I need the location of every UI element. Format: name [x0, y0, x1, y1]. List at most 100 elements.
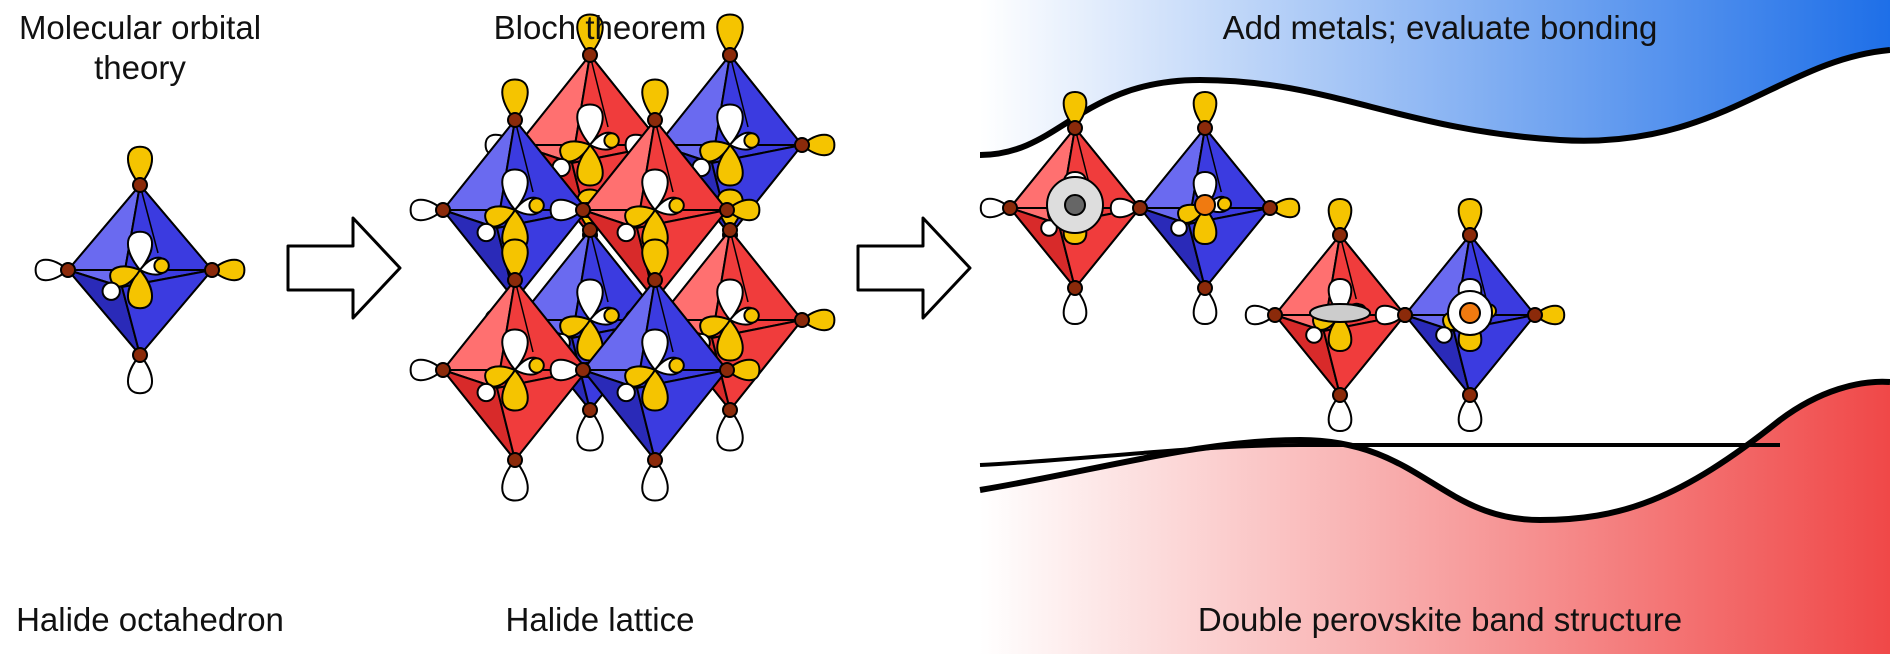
p-orbital-lobe-icon — [501, 328, 529, 372]
orbital-sphere — [1435, 326, 1453, 344]
halide-atom — [647, 452, 663, 468]
p-orbital-lobe-icon — [559, 140, 592, 163]
p-orbital-lobe-icon — [725, 198, 761, 222]
p-orbital-lobe-icon — [549, 198, 585, 222]
orbital-sphere — [616, 382, 636, 403]
panel3-bottom-label: Double perovskite band structure — [1197, 601, 1683, 638]
p-orbital-lobe-icon — [699, 140, 732, 163]
p-orbital-lobe-icon — [716, 278, 744, 322]
orbital-sphere — [743, 132, 760, 149]
halide-atom — [719, 202, 735, 218]
p-orbital-lobe-icon — [800, 133, 836, 157]
p-orbital-lobe-icon — [800, 308, 836, 332]
p-orbital-lobe-icon — [716, 318, 744, 362]
orbital-sphere — [603, 307, 620, 324]
octahedron-icon — [1109, 90, 1301, 326]
octahedron-edge — [514, 119, 534, 193]
metal-atom — [1194, 194, 1216, 216]
p-orbital-lobe-icon — [484, 205, 517, 228]
halide-atom — [1332, 387, 1348, 403]
p-orbital-lobe-icon — [501, 168, 529, 212]
p-orbital-lobe-icon — [576, 143, 604, 187]
p-orbital-lobe-icon — [501, 238, 529, 282]
p-orbital-lobe-icon — [716, 13, 744, 57]
halide-atom — [507, 112, 523, 128]
halide-atom — [794, 312, 810, 328]
halide-atom — [722, 222, 738, 238]
octahedron-edge — [589, 54, 609, 128]
orbital-sphere — [528, 197, 545, 214]
p-orbital-lobe-icon — [1192, 90, 1218, 130]
metal-orbital — [1309, 303, 1371, 323]
p-orbital-lobe-icon — [501, 458, 529, 502]
p-orbital-lobe-icon — [109, 265, 142, 288]
p-orbital-lobe-icon — [1327, 393, 1353, 433]
label-line: theory — [94, 49, 186, 86]
p-orbital-lobe-icon — [126, 353, 154, 395]
halide-atom — [132, 347, 148, 363]
panel2-top-label: Bloch theorem — [493, 9, 707, 46]
octahedron-icon — [979, 90, 1171, 326]
halide-atom — [1267, 307, 1283, 323]
p-orbital-lobe-icon — [979, 197, 1012, 219]
orbital-sphere — [476, 382, 496, 403]
halide-atom — [1332, 227, 1348, 243]
octahedron-edge — [654, 279, 674, 353]
panel1-bottom-label: Halide octahedron — [16, 601, 284, 638]
panel2-bottom-label: Halide lattice — [505, 601, 695, 638]
p-orbital-lobe-icon — [126, 145, 154, 187]
orbital-sphere — [1040, 219, 1058, 237]
p-orbital-lobe-icon — [501, 78, 529, 122]
conduction-band-gradient — [979, 378, 1890, 654]
p-orbital-lobe-icon — [1244, 304, 1277, 326]
p-orbital-lobe-icon — [624, 205, 657, 228]
octahedron-edge — [729, 229, 749, 303]
halide-atom — [719, 362, 735, 378]
metal-atom — [1064, 194, 1086, 216]
p-orbital-lobe-icon — [1374, 304, 1407, 326]
halide-atom — [647, 272, 663, 288]
orbital-sphere — [476, 222, 496, 243]
p-orbital-lobe-icon — [409, 358, 445, 382]
halide-atom — [1462, 387, 1478, 403]
p-orbital-lobe-icon — [210, 258, 246, 282]
halide-atom — [204, 262, 220, 278]
p-orbital-lobe-icon — [576, 408, 604, 452]
halide-atom — [1397, 307, 1413, 323]
p-orbital-lobe-icon — [641, 368, 669, 412]
halide-atom — [132, 177, 148, 193]
p-orbital-lobe-icon — [1533, 304, 1566, 326]
halide-atom — [1197, 280, 1213, 296]
octahedron-icon — [1374, 197, 1566, 433]
octahedron-edge — [654, 119, 674, 193]
p-orbital-lobe-icon — [1062, 286, 1088, 326]
orbital-sphere — [603, 132, 620, 149]
p-orbital-lobe-icon — [559, 315, 592, 338]
halide-atom — [722, 47, 738, 63]
orbital-sphere — [668, 357, 685, 374]
p-orbital-lobe-icon — [501, 368, 529, 412]
octahedron-edge — [1204, 127, 1222, 193]
p-orbital-lobe-icon — [624, 365, 657, 388]
p-orbital-lobe-icon — [716, 103, 744, 147]
orbital-sphere — [1170, 219, 1188, 237]
metal-atom — [1459, 302, 1481, 324]
halide-atom — [435, 362, 451, 378]
orbital-sphere — [668, 197, 685, 214]
halide-atom — [60, 262, 76, 278]
orbital-sphere — [616, 222, 636, 243]
p-orbital-lobe-icon — [641, 78, 669, 122]
p-orbital-lobe-icon — [576, 13, 604, 57]
p-orbital-lobe-icon — [409, 198, 445, 222]
arrow-right-icon — [856, 216, 972, 320]
p-orbital-lobe-icon — [549, 358, 585, 382]
halide-atom — [1067, 120, 1083, 136]
halide-atom — [507, 272, 523, 288]
octahedron-edge — [139, 184, 159, 254]
label-line: Molecular orbital — [18, 9, 262, 46]
octahedron-icon — [34, 145, 246, 395]
orbital-sphere — [743, 307, 760, 324]
octahedron-edge — [729, 54, 749, 128]
octahedron-edge — [1339, 234, 1357, 300]
